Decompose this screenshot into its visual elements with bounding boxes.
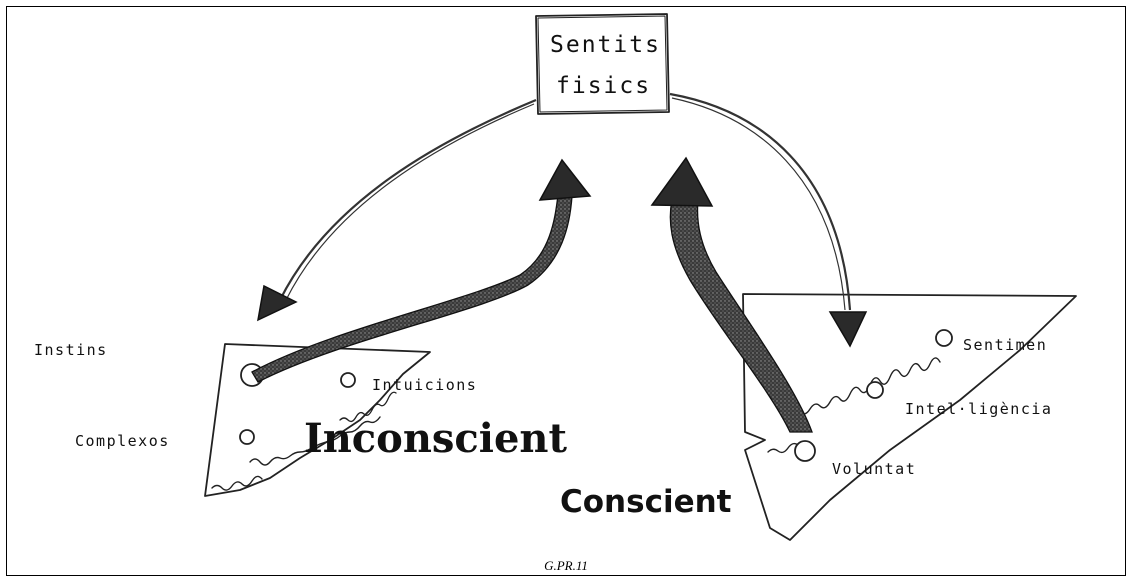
right-item-sentimen: Sentimen: [963, 336, 1047, 354]
figure-caption: G.PR.11: [544, 558, 588, 573]
intelligencia-circle: [866, 381, 884, 399]
arrow-box-to-inconscient: [257, 98, 537, 322]
figure-frame: [6, 6, 1126, 576]
sentimen-circle: [935, 329, 953, 347]
inconscient-title: Inconscient: [304, 415, 568, 462]
left-item-complexos: Complexos: [75, 432, 170, 450]
inconscient-panel: Instins Intuicions Complexos Inconscient: [34, 341, 568, 497]
right-item-intelligencia: Intel·ligència: [905, 400, 1052, 418]
complexos-circle: [239, 429, 255, 445]
arrow-inconscient-to-box: [251, 158, 592, 383]
voluntat-circle: [794, 440, 816, 462]
box-line-1: Sentits: [550, 32, 661, 58]
box-line-2: fisics: [556, 73, 651, 99]
conscient-panel: Sentimen Intel·ligència Voluntat Conscie…: [560, 293, 1077, 541]
sentits-fisics-box: Sentits fisics: [535, 13, 670, 115]
left-item-intuicions: Intuicions: [372, 376, 477, 394]
intuicions-circle: [340, 372, 356, 388]
arrow-box-to-conscient: [669, 92, 868, 348]
conscient-title: Conscient: [560, 484, 732, 520]
left-item-instins: Instins: [34, 341, 108, 359]
arrow-conscient-to-box: [650, 156, 813, 433]
right-item-voluntat: Voluntat: [832, 460, 916, 478]
